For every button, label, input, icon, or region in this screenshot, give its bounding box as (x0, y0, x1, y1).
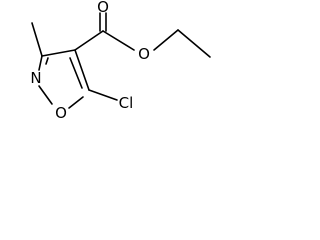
atom-label-ring-oxygen: O (55, 104, 67, 122)
bond-ring-c4-c5 (74, 49, 90, 91)
bond-ring-n2-c3-inner (45, 57, 49, 65)
atom-label-nitrogen: N (30, 69, 41, 87)
bond-ch2-ch3 (177, 29, 211, 58)
bond-methyl (31, 22, 43, 57)
bond-ester-o-ch2 (153, 29, 179, 51)
bond-ring-o1-n2 (38, 85, 53, 105)
bond-c4-carbonyl (74, 30, 104, 51)
atom-label-chlorine: Cl (119, 94, 134, 112)
bond-ring-c3-c4 (41, 49, 76, 57)
bond-ring-c4-c5-inner (69, 57, 83, 89)
bond-ring-n2-c3 (38, 55, 43, 71)
bond-carbonyl-ester-o (102, 30, 135, 51)
atom-label-ester-oxygen: O (138, 45, 150, 63)
atom-label-carbonyl-oxygen: O (97, 0, 109, 16)
bond-ring-c5-o1 (68, 96, 84, 109)
bond-c5-cl (88, 89, 118, 101)
structure-diagram: N O Cl O O (30, 0, 211, 122)
